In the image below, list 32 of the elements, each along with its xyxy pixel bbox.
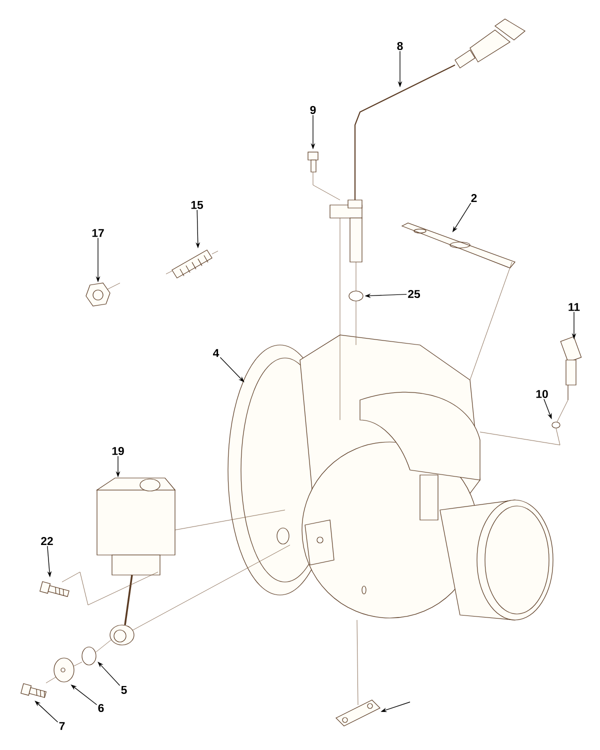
callout-number: 5 xyxy=(121,686,127,694)
assembly-line xyxy=(96,640,112,652)
stud-drawing xyxy=(172,250,212,278)
assembly-line xyxy=(132,544,290,630)
assembly-line xyxy=(470,262,512,380)
callout-number: 6 xyxy=(98,704,104,712)
callout-number: 19 xyxy=(112,446,124,456)
callout-number: 15 xyxy=(191,201,204,209)
sensor-drawing xyxy=(560,336,582,400)
assembly-line xyxy=(356,620,358,706)
callout-number: 9 xyxy=(310,106,316,114)
sealing-ring-drawing xyxy=(82,646,96,666)
assembly-line xyxy=(312,172,340,200)
washer-drawing xyxy=(54,658,74,682)
assembly-line xyxy=(556,400,568,422)
assembly-line xyxy=(74,662,82,666)
callout-number: 4 xyxy=(213,349,220,357)
callout-number: 11 xyxy=(568,303,580,311)
callout-number: 17 xyxy=(92,229,104,237)
callout-number: 22 xyxy=(41,537,53,545)
temperature-sensor-drawing xyxy=(330,18,526,262)
assembly-line xyxy=(174,510,286,530)
turbocharger-drawing xyxy=(228,334,554,620)
o-ring-drawing xyxy=(348,290,364,302)
bolt-drawing xyxy=(40,581,70,597)
assembly-line xyxy=(480,428,560,446)
callout-number: 25 xyxy=(408,290,420,298)
callout-number: 7 xyxy=(59,722,65,730)
o-ring-drawing xyxy=(552,422,560,428)
bolt-drawing xyxy=(308,152,318,172)
assembly-line xyxy=(46,676,56,684)
nut-drawing xyxy=(86,282,110,306)
